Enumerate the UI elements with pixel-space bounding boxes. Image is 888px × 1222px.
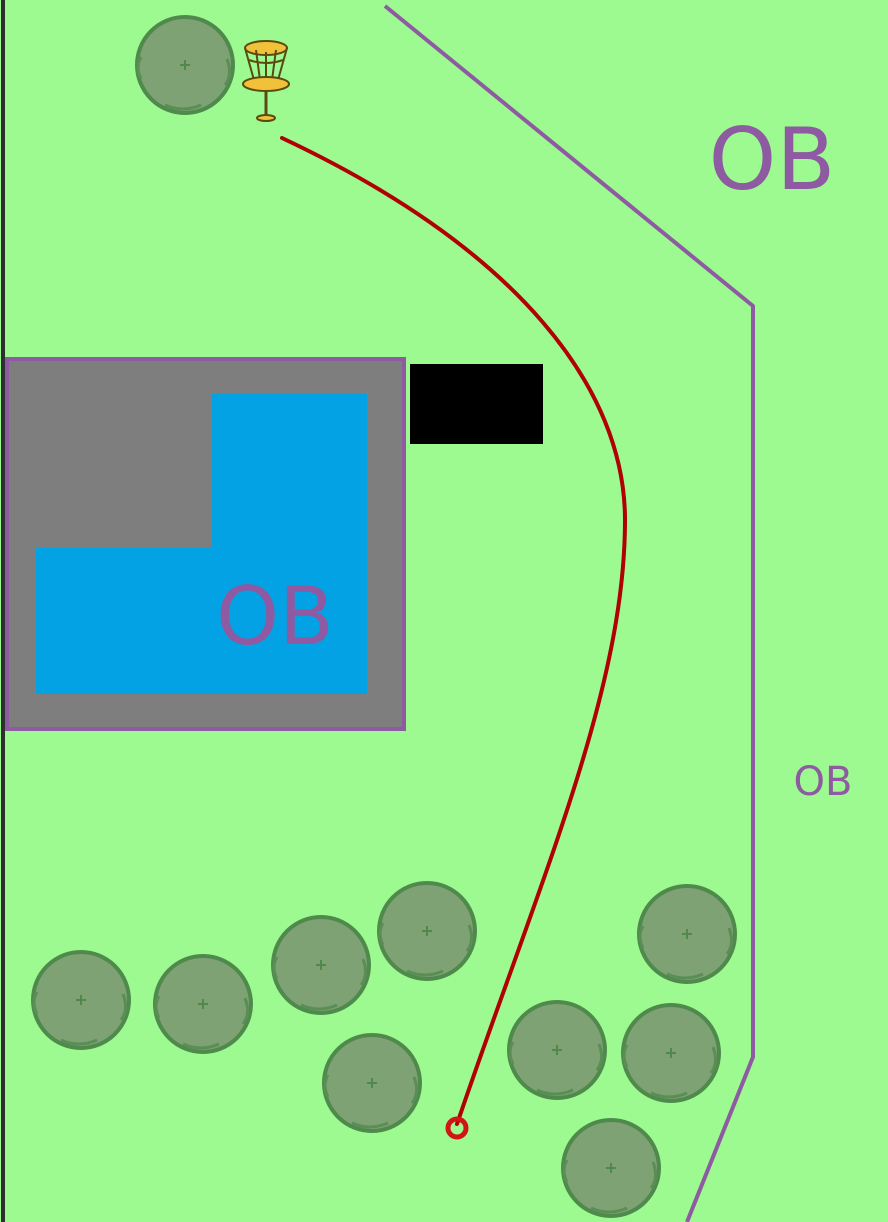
tree-icon xyxy=(153,954,253,1054)
pond-ob-border xyxy=(5,357,406,731)
ob-label-side: OB xyxy=(794,759,853,805)
ob-label-top-right: OB xyxy=(709,110,836,210)
tree-icon xyxy=(561,1118,661,1218)
black-obstacle xyxy=(410,364,543,444)
tree-icon xyxy=(621,1003,721,1103)
tree-icon xyxy=(31,950,131,1050)
tree-icon xyxy=(637,884,737,984)
tree-icon xyxy=(322,1033,422,1133)
flight-path xyxy=(280,136,628,1126)
tree-icon xyxy=(377,881,477,981)
disc-golf-basket-icon xyxy=(242,40,290,122)
tree-icon xyxy=(507,1000,607,1100)
tree-icon xyxy=(135,15,235,115)
ob-label-pond: OB xyxy=(216,570,334,663)
pond-area: OB xyxy=(5,357,406,731)
pond-water xyxy=(36,394,367,694)
tree-icon xyxy=(271,915,371,1015)
tee-marker-icon xyxy=(445,1116,469,1140)
ob-boundary-line xyxy=(383,4,755,1222)
